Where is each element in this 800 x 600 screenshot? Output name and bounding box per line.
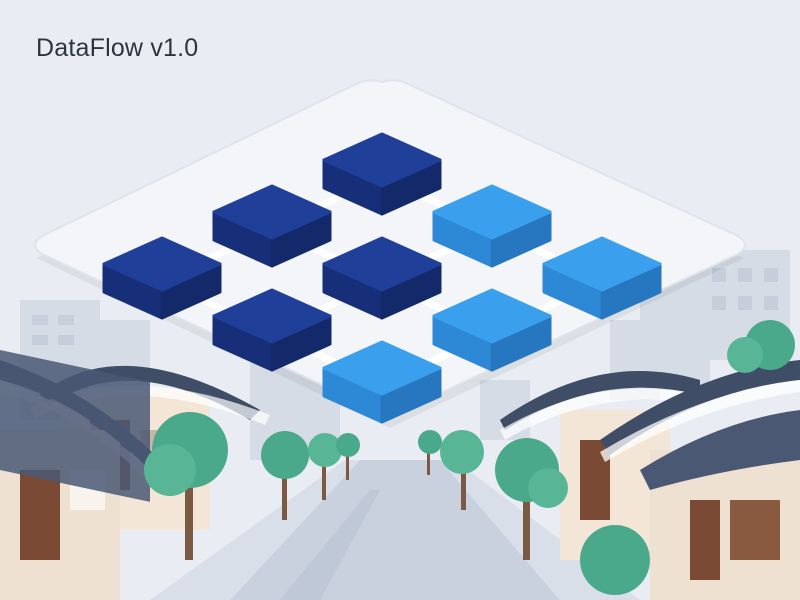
pipeline-block-dark[interactable] bbox=[102, 236, 222, 320]
left-sidewalk bbox=[150, 460, 360, 600]
block-top-face bbox=[432, 184, 552, 240]
block-top-face bbox=[212, 184, 332, 240]
pipeline-block-light[interactable] bbox=[322, 340, 442, 424]
app-title: DataFlow v1.0 bbox=[36, 34, 199, 62]
right-hanok-houses bbox=[500, 320, 800, 600]
street-trees bbox=[144, 412, 650, 595]
pipeline-block-light[interactable] bbox=[432, 184, 552, 268]
block-top-face bbox=[322, 132, 442, 188]
road-shadow bbox=[280, 490, 380, 600]
block-top-face bbox=[102, 236, 222, 292]
block-top-face bbox=[322, 236, 442, 292]
pipeline-block-dark[interactable] bbox=[212, 288, 332, 372]
block-top-face bbox=[542, 236, 662, 292]
block-top-face bbox=[432, 288, 552, 344]
block-top-face bbox=[212, 288, 332, 344]
pipeline-block-dark[interactable] bbox=[322, 236, 442, 320]
pipeline-block-dark[interactable] bbox=[212, 184, 332, 268]
pipeline-block-light[interactable] bbox=[542, 236, 662, 320]
pipeline-block-light[interactable] bbox=[432, 288, 552, 372]
block-top-face bbox=[322, 340, 442, 396]
pipeline-block-grid bbox=[102, 132, 662, 424]
pipeline-block-dark[interactable] bbox=[322, 132, 442, 216]
